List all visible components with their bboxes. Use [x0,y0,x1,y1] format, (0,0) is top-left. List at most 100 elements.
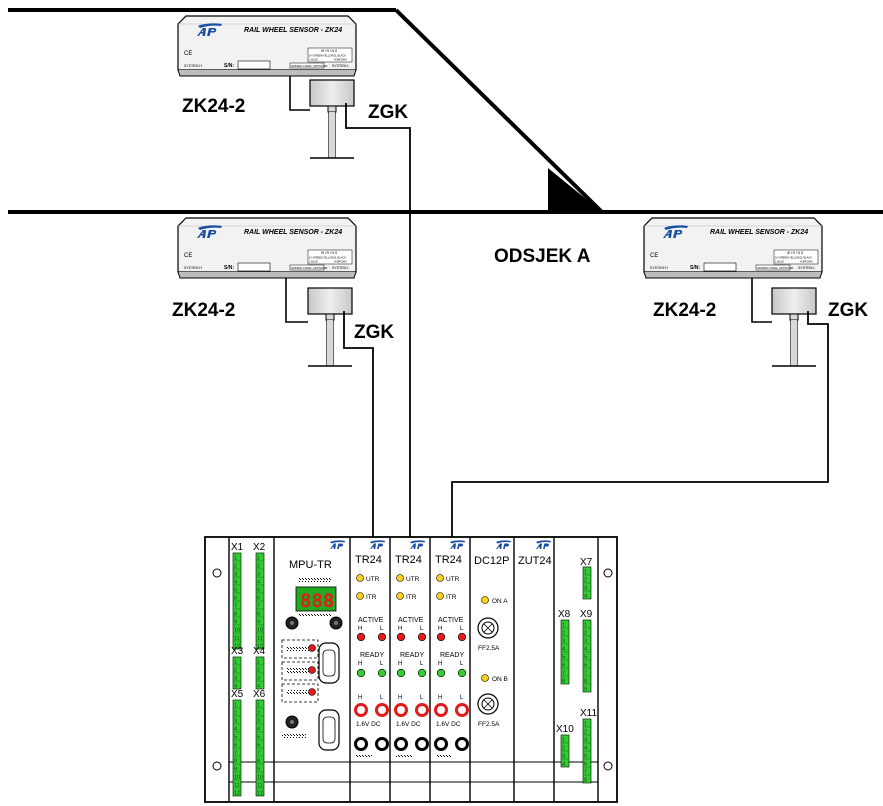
svg-text:1: 1 [584,721,587,727]
led-ready-h [436,668,446,678]
svg-text:3: 3 [234,718,237,724]
led-itr [396,592,404,600]
svg-text:10: 10 [234,627,240,633]
svg-text:L: L [460,626,464,632]
svg-text:1: 1 [234,659,237,665]
svg-text:SYSTEM L: SYSTEM L [798,266,815,270]
svg-text:4: 4 [257,726,260,732]
test-socket-h [434,703,448,717]
led-active-l [377,632,387,642]
svg-text:10: 10 [257,774,263,780]
svg-text:4: 4 [234,726,237,732]
svg-text:READY: READY [360,652,384,659]
sensor-zk24-right: RAIL WHEEL SENSOR - ZK24 CE SYSTEM H S/N… [643,217,823,279]
svg-text:4: 4 [234,683,237,689]
svg-text:UTR: UTR [446,576,460,583]
label-zgk-middle: ZGK [354,322,394,343]
svg-text:L: L [460,661,464,667]
svg-text:H: H [398,626,402,632]
svg-text:ACTIVE: ACTIVE [358,617,384,624]
zgk-sensor-top [309,79,355,159]
svg-text:ON A: ON A [492,598,508,605]
svg-text:CE: CE [184,253,192,259]
svg-text:8: 8 [257,611,260,617]
label-x6: X6 [253,689,266,700]
zgk-sensor-middle [307,287,353,367]
svg-text:1.6V DC: 1.6V DC [436,721,461,728]
svg-text:S/N:: S/N: [224,265,234,271]
svg-text:H BROWN: H BROWN [334,260,347,264]
svg-text:8: 8 [584,777,587,783]
svg-text:2: 2 [257,563,260,569]
svg-text:H: H [358,695,362,701]
svg-text:L: L [380,695,384,701]
sensor-zk24-middle: RAIL WHEEL SENSOR - ZK24 CE SYSTEM H S/N… [177,217,357,279]
dc12p-title: DC12P [474,555,509,567]
svg-text:ORDER CODE: AP07ZK00: ORDER CODE: AP07ZK00 [757,266,794,270]
svg-text:6: 6 [562,662,565,668]
svg-text:1: 1 [584,569,587,575]
svg-text:2: 2 [234,667,237,673]
svg-text:3: 3 [562,753,565,759]
svg-text:4: 4 [584,745,587,751]
track-top [8,8,604,214]
socket-black-h [434,737,448,751]
svg-text:ACTIVE: ACTIVE [438,617,464,624]
test-socket-l [415,703,429,717]
svg-text:1H GREEN/YELLOW: 1H GREEN/YELLOW [309,256,334,260]
socket-black-l [455,737,469,751]
label-zk24-2-top: ZK24-2 [182,96,245,117]
svg-text:5: 5 [257,734,260,740]
card-dc12p: DC12P ON A FF2.5A ON B FF2.5A [474,540,511,728]
svg-text:FF2.5A: FF2.5A [478,645,500,652]
svg-text:4: 4 [257,579,260,585]
svg-text:SYSTEM L: SYSTEM L [332,64,349,68]
cable-zk-middle [285,278,308,323]
svg-text:2: 2 [562,745,565,751]
label-x2: X2 [253,542,266,553]
svg-text:L: L [380,626,384,632]
svg-text:RAIL WHEEL SENSOR - ZK24: RAIL WHEEL SENSOR - ZK24 [244,229,342,236]
test-socket-l [375,703,389,717]
svg-text:1H GREEN/YELLOW: 1H GREEN/YELLOW [309,54,334,58]
label-zgk-top: ZGK [368,102,408,123]
label-x1: X1 [231,542,244,553]
label-x9: X9 [580,609,593,620]
label-x4: X4 [253,646,266,657]
svg-text:7: 7 [257,603,260,609]
svg-text:W I R I N G: W I R I N G [321,49,338,53]
svg-text:11: 11 [257,782,263,788]
led-active-l [457,632,467,642]
svg-text:L: L [460,695,464,701]
svg-text:7: 7 [234,603,237,609]
svg-text:2L BLACK: 2L BLACK [800,256,812,260]
zgk-sensor-right [771,287,817,367]
svg-text:6: 6 [584,662,587,668]
led-active-h [436,632,446,642]
svg-text:2L BLACK: 2L BLACK [334,54,346,58]
svg-text:1: 1 [562,622,565,628]
svg-text:11: 11 [257,635,263,641]
svg-text:L: L [380,661,384,667]
svg-text:ORDER CODE: AP07ZK00: ORDER CODE: AP07ZK00 [291,64,328,68]
svg-text:7: 7 [584,769,587,775]
svg-text:1: 1 [562,737,565,743]
label-x5: X5 [231,689,244,700]
cable-zk-right [751,278,772,323]
svg-text:2: 2 [257,710,260,716]
svg-text:8: 8 [234,758,237,764]
svg-text:H BROWN: H BROWN [334,58,347,62]
svg-text:1: 1 [584,622,587,628]
card-zut24: ZUT24 [518,540,552,567]
svg-text:4: 4 [562,761,565,767]
svg-text:9: 9 [234,619,237,625]
svg-text:6: 6 [257,742,260,748]
svg-text:1: 1 [234,555,237,561]
svg-text:9: 9 [257,619,260,625]
